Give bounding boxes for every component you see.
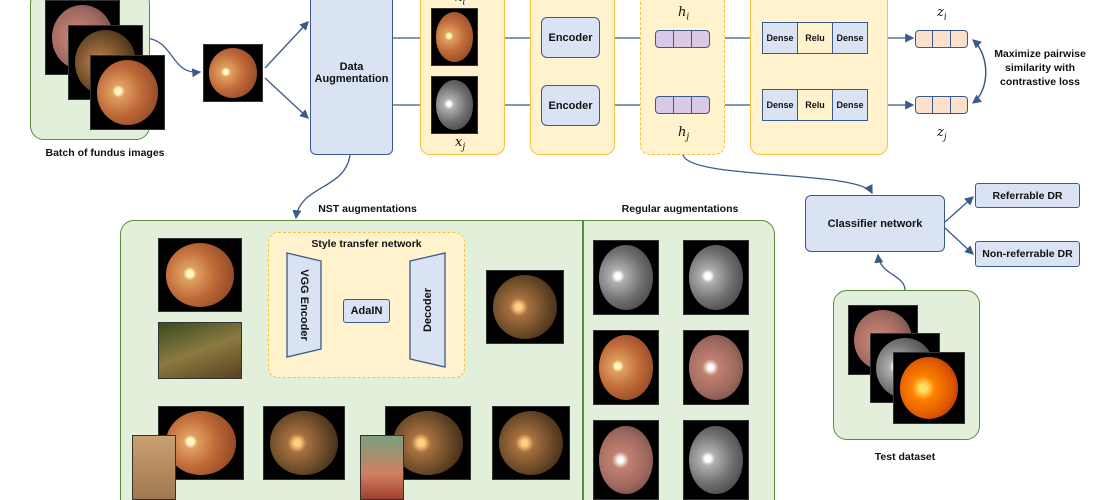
encoder-box-j: Encoder (541, 85, 600, 126)
dense-layer: Dense (833, 23, 867, 53)
test-image (893, 352, 965, 424)
x-j-label: xj (455, 135, 466, 153)
non-referrable-dr-output: Non-referrable DR (975, 241, 1080, 267)
regular-aug-image (683, 330, 749, 405)
regular-aug-image (593, 330, 659, 405)
decoder-label: Decoder (422, 287, 434, 333)
fundus-image (203, 44, 263, 102)
contrastive-loss-text: Maximize pairwise similarity with contra… (994, 48, 1086, 88)
test-dataset-label: Test dataset (874, 451, 936, 463)
h-j-label: hj (678, 125, 690, 143)
augmented-image-j (431, 76, 478, 134)
regular-aug-image (593, 240, 659, 315)
style-image (360, 435, 404, 500)
stylized-image (263, 406, 345, 480)
adain-box: AdaIN (343, 299, 390, 323)
dense-layer: Dense (833, 90, 867, 120)
encoder-box-i: Encoder (541, 17, 600, 58)
h-i-vector (655, 30, 710, 48)
z-i-label: zi (937, 5, 947, 23)
x-i-label: xi (455, 0, 466, 8)
augmented-image-i (431, 8, 478, 66)
style-network-label: Style transfer network (311, 238, 422, 250)
vgg-encoder-label: VGG Encoder (298, 269, 310, 341)
stylized-output-image (486, 270, 564, 344)
fundus-image (90, 55, 165, 130)
relu-layer: Relu (798, 90, 833, 120)
z-j-label: zj (937, 125, 947, 143)
z-i-vector (915, 30, 968, 48)
representation-panel (640, 0, 725, 155)
regular-aug-image (683, 420, 749, 500)
panel-divider (582, 221, 584, 500)
z-j-vector (915, 96, 968, 114)
referrable-dr-output: Referrable DR (975, 183, 1080, 208)
relu-layer: Relu (798, 23, 833, 53)
style-image (132, 435, 176, 500)
regular-title: Regular augmentations (621, 203, 739, 215)
nst-title: NST augmentations (318, 203, 417, 215)
h-j-vector (655, 96, 710, 114)
dense-layer: Dense (763, 90, 798, 120)
classifier-network-box: Classifier network (805, 195, 945, 252)
regular-aug-image (683, 240, 749, 315)
data-augmentation-box: Data Augmentation (310, 0, 393, 155)
h-i-label: hi (678, 5, 690, 23)
content-image (158, 238, 242, 312)
stylized-image (492, 406, 570, 480)
dense-layer: Dense (763, 23, 798, 53)
regular-aug-image (593, 420, 659, 500)
batch-label: Batch of fundus images (45, 147, 165, 159)
style-image (158, 322, 242, 379)
